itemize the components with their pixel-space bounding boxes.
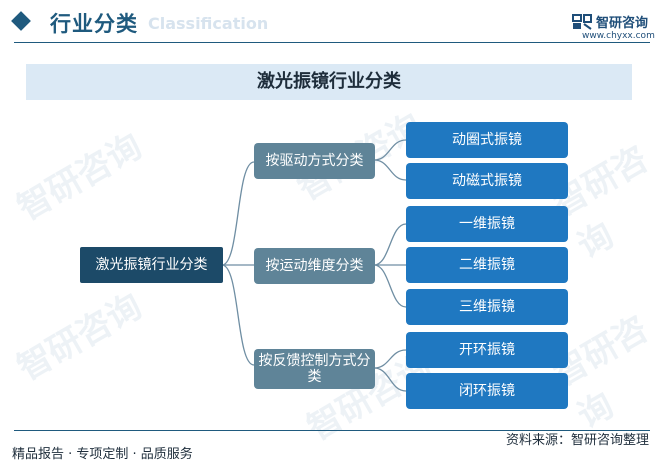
header-watermark: Classification xyxy=(148,14,269,33)
leaf-node: 二维振镜 xyxy=(406,247,568,283)
banner-title: 激光振镜行业分类 xyxy=(257,71,401,92)
connector-b3-l1 xyxy=(373,349,407,369)
tree-root-node: 激光振镜行业分类 xyxy=(80,247,223,283)
logo-url: www.chyxx.com xyxy=(582,31,655,41)
connector-b3-l2 xyxy=(373,367,407,392)
connector-b1-l1 xyxy=(373,139,407,161)
connector-b2-l1 xyxy=(373,223,407,266)
logo-name: 智研咨询 xyxy=(596,16,649,31)
leaf-node: 开环振镜 xyxy=(406,332,568,368)
leaf-node: 一维振镜 xyxy=(406,206,568,242)
connector-b2-l3 xyxy=(373,264,407,308)
branch-node-feedback: 按反馈控制方式分类 xyxy=(254,349,375,389)
connector-root-b3 xyxy=(221,264,255,366)
header-divider xyxy=(14,42,650,43)
leaf-node: 动磁式振镜 xyxy=(406,163,568,199)
page-title: 行业分类 xyxy=(50,12,138,36)
footer-tagline: 精品报告 · 专项定制 · 品质服务 xyxy=(12,447,193,462)
banner: 激光振镜行业分类 xyxy=(26,64,632,100)
leaf-node: 闭环振镜 xyxy=(406,373,568,409)
connector-root-b1 xyxy=(221,161,255,266)
header: 行业分类 Classification 智研咨询 www.chyxx.com xyxy=(0,0,665,48)
branch-node-drive: 按驱动方式分类 xyxy=(254,143,375,179)
footer-divider xyxy=(14,430,650,431)
connector-b1-l2 xyxy=(373,159,407,181)
source-note: 资料来源：智研咨询整理 xyxy=(506,433,650,448)
branch-node-dimension: 按运动维度分类 xyxy=(254,248,375,284)
leaf-node: 三维振镜 xyxy=(406,289,568,325)
logo-icon xyxy=(572,14,592,30)
leaf-node: 动圈式振镜 xyxy=(406,122,568,158)
